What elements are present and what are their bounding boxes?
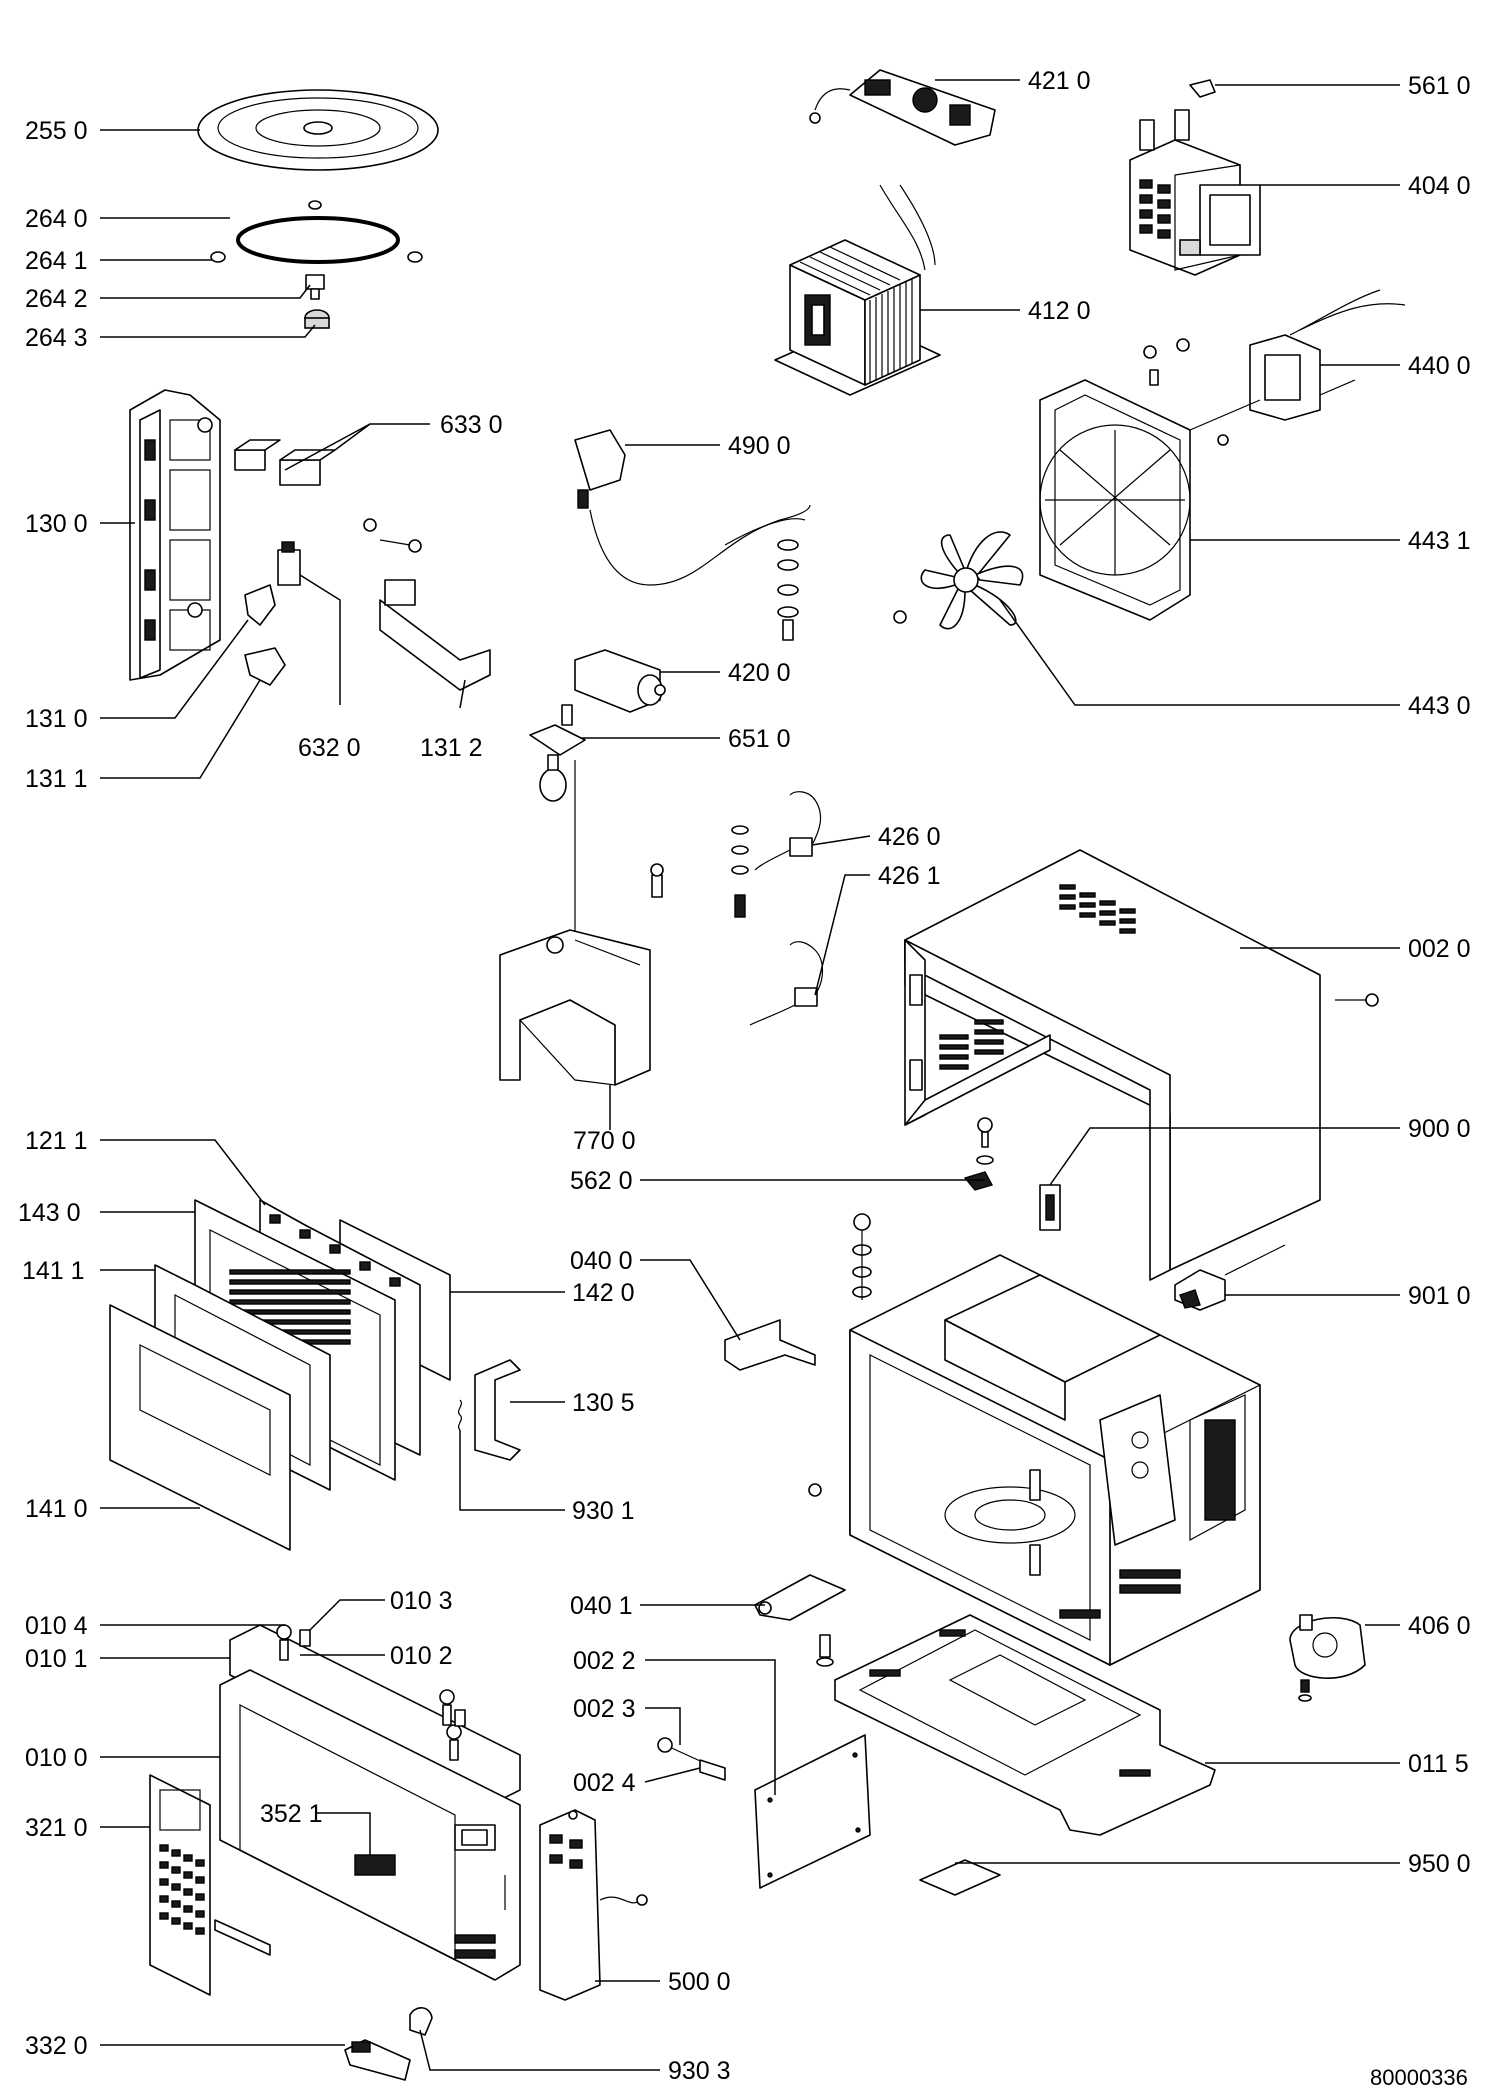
label-770-0: 770 0	[573, 1127, 636, 1155]
part-control-board	[539, 1809, 648, 2001]
part-capacitor	[574, 649, 666, 713]
part-lamp	[529, 704, 586, 935]
label-264-0: 264 0	[25, 205, 88, 233]
label-142-0: 142 0	[572, 1279, 635, 1307]
label-950-0: 950 0	[1408, 1850, 1471, 1878]
part-hinge-bracket	[963, 1117, 1061, 1231]
part-power-cord	[574, 429, 811, 586]
label-264-1: 264 1	[25, 247, 88, 275]
part-bracket-top	[724, 1319, 816, 1371]
part-transformer	[774, 184, 941, 396]
part-bracket-bottom	[754, 1574, 846, 1667]
part-keypad	[149, 1774, 271, 1996]
part-door-assembly	[109, 1199, 451, 1551]
label-141-0: 141 0	[25, 1495, 88, 1523]
label-264-2: 264 2	[25, 285, 88, 313]
label-443-1: 443 1	[1408, 527, 1471, 555]
label-002-3: 002 3	[573, 1695, 636, 1723]
label-443-0: 443 0	[1408, 692, 1471, 720]
part-shroud-screws	[1143, 338, 1229, 446]
part-switch	[277, 541, 301, 586]
part-base-plate	[834, 1614, 1216, 1836]
part-air-guide	[499, 929, 651, 1086]
leader-lines	[100, 79, 1400, 2071]
part-screw	[363, 518, 422, 553]
label-131-0: 131 0	[25, 705, 88, 733]
part-magnetron	[1129, 109, 1261, 276]
label-352-1: 352 1	[260, 1800, 323, 1828]
label-632-0: 632 0	[298, 734, 361, 762]
label-930-1: 930 1	[572, 1497, 635, 1525]
label-002-0: 002 0	[1408, 935, 1471, 963]
label-011-5: 011 5	[1408, 1750, 1469, 1778]
label-633-0: 633 0	[440, 411, 503, 439]
drawing-id: 80000336	[1370, 2065, 1468, 2090]
part-screw-stack	[777, 539, 799, 641]
part-fan-motor	[1249, 289, 1406, 421]
part-fuse-holders	[650, 791, 824, 1026]
label-490-0: 490 0	[728, 432, 791, 460]
part-roller-ring	[210, 200, 423, 264]
part-fan-blade	[893, 531, 1024, 630]
part-outer-cabinet	[904, 849, 1379, 1281]
label-332-0: 332 0	[25, 2032, 88, 2060]
label-651-0: 651 0	[728, 725, 791, 753]
label-010-4: 010 4	[25, 1612, 88, 1640]
part-turntable-motor-clip	[1174, 1244, 1286, 1311]
label-002-2: 002 2	[573, 1647, 636, 1675]
label-426-1: 426 1	[878, 862, 941, 890]
label-930-3: 930 3	[668, 2057, 731, 2085]
part-pcb	[809, 69, 996, 146]
label-255-0: 255 0	[25, 117, 88, 145]
label-141-1: 141 1	[22, 1257, 85, 1285]
part-mica-cover	[919, 1859, 1001, 1896]
label-002-4: 002 4	[573, 1769, 636, 1797]
label-131-2: 131 2	[420, 734, 483, 762]
label-010-1: 010 1	[25, 1645, 88, 1673]
label-900-0: 900 0	[1408, 1115, 1471, 1143]
label-420-0: 420 0	[728, 659, 791, 687]
label-040-1: 040 1	[570, 1592, 633, 1620]
part-inner-cavity	[808, 1254, 1261, 1666]
label-321-0: 321 0	[25, 1814, 88, 1842]
label-130-5: 130 5	[572, 1389, 635, 1417]
label-426-0: 426 0	[878, 823, 941, 851]
label-561-0: 561 0	[1408, 72, 1471, 100]
label-901-0: 901 0	[1408, 1282, 1471, 1310]
label-131-1: 131 1	[25, 765, 88, 793]
part-coupler	[304, 274, 330, 329]
label-421-0: 421 0	[1028, 67, 1091, 95]
label-264-3: 264 3	[25, 324, 88, 352]
label-440-0: 440 0	[1408, 352, 1471, 380]
label-040-0: 040 0	[570, 1247, 633, 1275]
part-door-button	[344, 2007, 433, 2081]
label-010-2: 010 2	[390, 1642, 453, 1670]
part-clip	[1189, 79, 1216, 98]
part-levers	[244, 584, 286, 686]
label-406-0: 406 0	[1408, 1612, 1471, 1640]
label-121-1: 121 1	[25, 1127, 88, 1155]
part-top-strip	[229, 1624, 521, 1806]
part-back-panel	[657, 1734, 871, 1889]
label-130-0: 130 0	[25, 510, 88, 538]
label-404-0: 404 0	[1408, 172, 1471, 200]
part-number-labels: 255 0 264 0 264 1 264 2 264 3 633 0 130 …	[18, 67, 1471, 2090]
label-500-0: 500 0	[668, 1968, 731, 1996]
part-turntable-motor	[1289, 1614, 1366, 1702]
label-010-3: 010 3	[390, 1587, 453, 1615]
label-143-0: 143 0	[18, 1199, 81, 1227]
part-fan-shroud	[1039, 379, 1261, 621]
part-turntable-tray	[197, 89, 439, 171]
part-microswitches	[234, 439, 336, 486]
part-latch-frame	[129, 389, 221, 681]
part-door-latch	[457, 1359, 521, 1461]
part-cavity-screws	[852, 1213, 872, 1300]
part-bracket	[379, 579, 491, 691]
label-010-0: 010 0	[25, 1744, 88, 1772]
label-412-0: 412 0	[1028, 297, 1091, 325]
label-562-0: 562 0	[570, 1167, 633, 1195]
